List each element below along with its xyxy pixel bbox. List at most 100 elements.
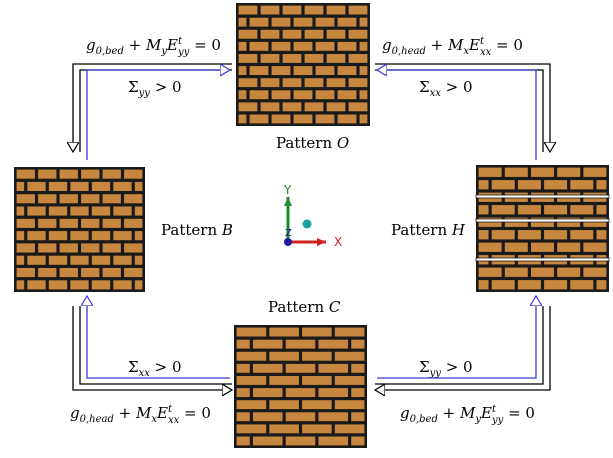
brick [101,168,123,180]
brick [270,40,292,52]
coordinate-axes: Y X Z [283,183,342,249]
brick [317,435,350,447]
arrow-o-to-b-outer [73,63,232,152]
brick [237,16,248,28]
brick [69,229,90,242]
inner-transition-arrows [87,70,537,379]
brick [529,241,556,254]
brick [582,266,608,279]
brick [516,203,543,216]
arrow-b-to-c-outer [72,306,232,390]
brick [333,326,366,338]
pattern-b-label: Pattern B [161,221,233,239]
brick [314,16,336,28]
arrow-b-to-c-outer-2 [79,306,232,385]
brick [268,350,301,362]
brick [477,166,503,179]
brick [268,326,301,338]
brick [325,4,347,16]
brick [47,254,69,267]
brick [101,266,123,279]
brick [325,52,347,65]
brick [36,266,58,279]
arrow-c-to-b-inner [87,296,230,379]
brick [101,193,123,205]
brick [516,278,543,291]
arrow-h-to-c-outer [375,306,551,390]
brick [69,279,90,291]
brick [347,4,369,16]
brick [325,101,347,113]
brick [248,16,270,28]
brick [235,350,268,362]
brick [268,374,301,387]
brick [303,76,325,89]
brick [237,4,259,16]
arrow-h-to-o-inner [377,70,537,160]
brick [336,89,358,101]
brick [529,266,556,279]
brick [122,168,144,180]
brick [58,266,80,279]
outer-transition-arrows [72,63,551,390]
brick [237,76,259,89]
brick [317,386,350,399]
brick [259,4,281,16]
brick [58,168,80,180]
brick [292,40,314,52]
brick [58,217,80,230]
brick [237,89,248,101]
brick [79,242,101,254]
brick [237,64,248,77]
brick [15,242,37,254]
brick [251,411,284,423]
brick [333,399,366,411]
brick [555,266,582,279]
brick [542,228,569,241]
brick [259,101,281,113]
brick [582,166,608,179]
brick [292,89,314,101]
brick [270,89,292,101]
pattern-c-label: Pattern C [268,298,341,316]
brick [36,242,58,254]
brick [300,374,333,387]
bed-joint-gap [475,218,610,223]
brick [358,89,369,101]
brick [477,178,490,191]
z-sphere-icon [302,219,312,229]
brick [36,168,58,180]
condition-bottom-left: Σxx > 0 [128,358,182,379]
brick [303,101,325,113]
brick [235,362,251,374]
brick [133,205,144,217]
brick [350,411,366,423]
brick [300,350,333,362]
arrow-o-to-h-outer [375,63,550,152]
brick [314,89,336,101]
brick [15,205,26,217]
brick [542,203,569,216]
brick [300,399,333,411]
brick [79,193,101,205]
brick-pattern-c [234,325,367,448]
brick [569,278,595,291]
brick [248,113,270,125]
brick [133,279,144,291]
brick [303,28,325,40]
brick [300,326,333,338]
brick [90,205,112,217]
brick [270,113,292,125]
brick [122,193,144,205]
brick [251,362,284,374]
brick [90,180,112,193]
brick [133,180,144,193]
brick-pattern-o [236,3,370,126]
brick [251,435,284,447]
bed-joint-gap [475,257,610,262]
brick [358,16,369,28]
brick [237,52,259,65]
brick [303,52,325,65]
